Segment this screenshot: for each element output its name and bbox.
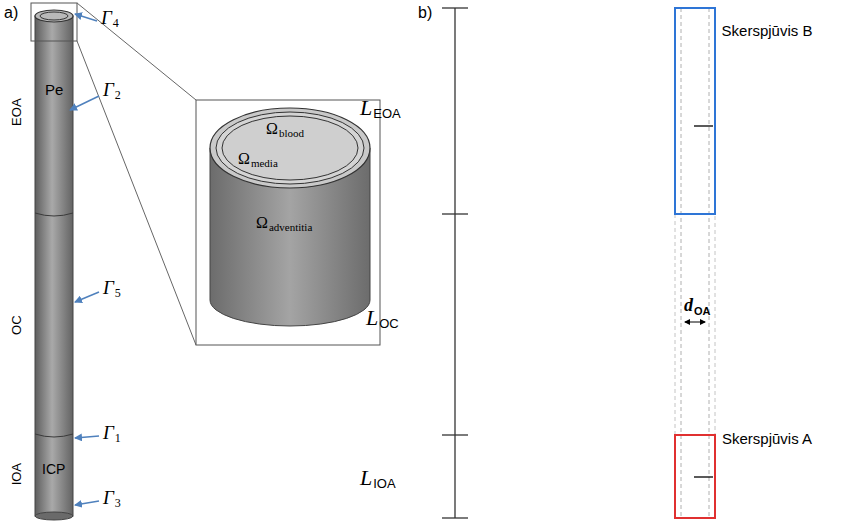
zoom-line [77,41,196,345]
artery-tube [35,10,73,520]
boundary-symbol: Γ [103,80,114,101]
segment-name: IOA [10,463,24,485]
length-name: IOA [373,477,395,491]
pressure-label: ICP [42,462,65,477]
boundary-index: 3 [115,497,121,510]
domain-symbol: Ω [266,120,278,138]
inset-frame [196,100,380,345]
boundary-symbol: Γ [103,278,114,299]
domain-name: adventitia [269,221,312,233]
diameter-symbol: d [684,296,693,316]
boundary-index: 1 [115,432,121,445]
domain-symbol: Ω [256,214,268,232]
pressure-label: Pe [45,82,63,99]
domain-name: blood [279,127,304,139]
boundary-index: 4 [113,17,119,30]
length-symbol: L [360,466,372,490]
panel-letter: a) [4,4,18,22]
boundary-symbol: Γ [103,488,114,509]
length-symbol: L [360,96,372,120]
boundary-symbol: Γ [103,423,114,444]
domain-symbol: Ω [238,150,250,168]
section-label: Skerspjūvis B [721,20,813,42]
zoom-box [31,3,77,41]
boundary-index: 2 [115,89,121,102]
domain-name: media [251,157,278,169]
segment-name: OC [10,315,24,335]
length-symbol: L [366,306,378,330]
length-name: EOA [373,107,400,121]
panel-letter: b) [418,4,432,22]
tube-outline [675,8,715,518]
length-name: OC [379,317,399,331]
boundary-symbol: Γ [101,8,112,29]
cross-section-cylinder [210,108,370,326]
section-label: Skerspjūvis A [721,428,813,450]
boundary-index: 5 [115,287,121,300]
boundary-arrows [70,14,99,505]
diameter-name: OA [694,305,711,317]
dimension-bar [442,8,468,518]
segment-name: EOA [10,98,24,125]
